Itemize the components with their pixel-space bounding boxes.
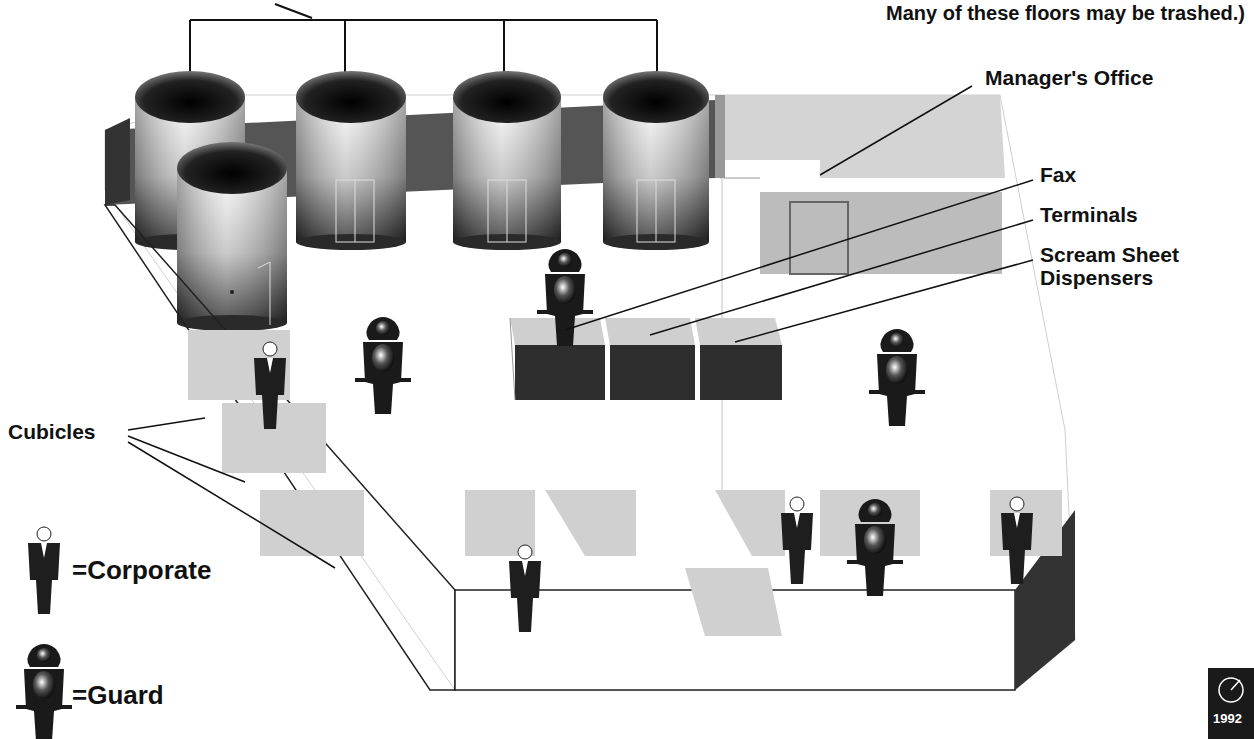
callout-label: Manager's Office xyxy=(985,66,1153,89)
logo-year: 1992 xyxy=(1213,712,1242,726)
corporate-legend xyxy=(24,525,64,615)
legend-text: =Corporate xyxy=(72,556,211,585)
guard-legend xyxy=(14,645,74,739)
callout-label: Fax xyxy=(1040,163,1076,186)
note-text: Many of these floors may be trashed.) xyxy=(886,2,1245,24)
callout-label: Cubicles xyxy=(8,420,96,443)
legend-text: =Guard xyxy=(72,681,164,710)
callout-label: Terminals xyxy=(1040,203,1138,226)
callout-label: Scream Sheet Dispensers xyxy=(1040,243,1225,289)
